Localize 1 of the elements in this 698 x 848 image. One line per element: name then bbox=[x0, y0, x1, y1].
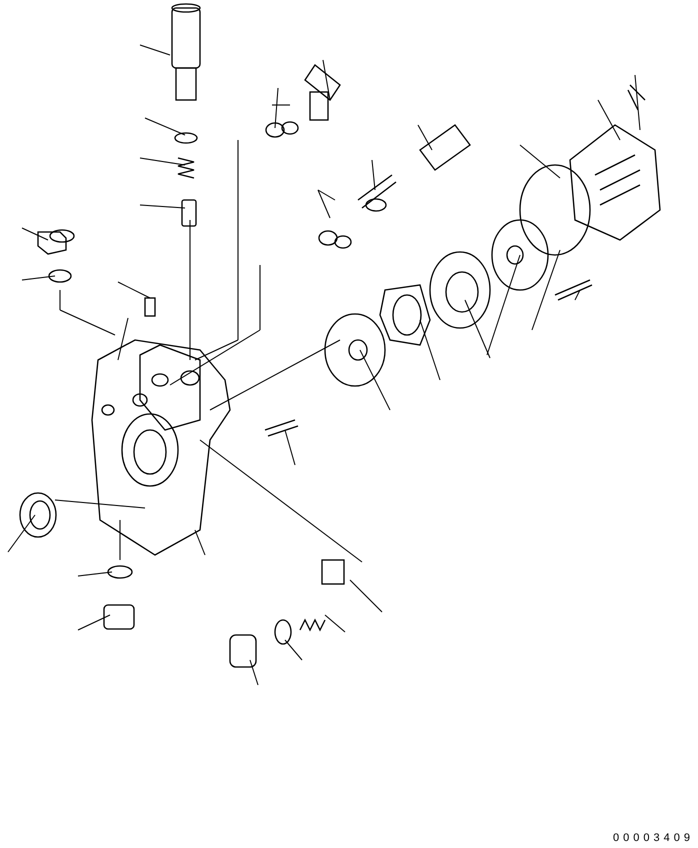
drawing-number: 00003409 bbox=[613, 830, 694, 846]
